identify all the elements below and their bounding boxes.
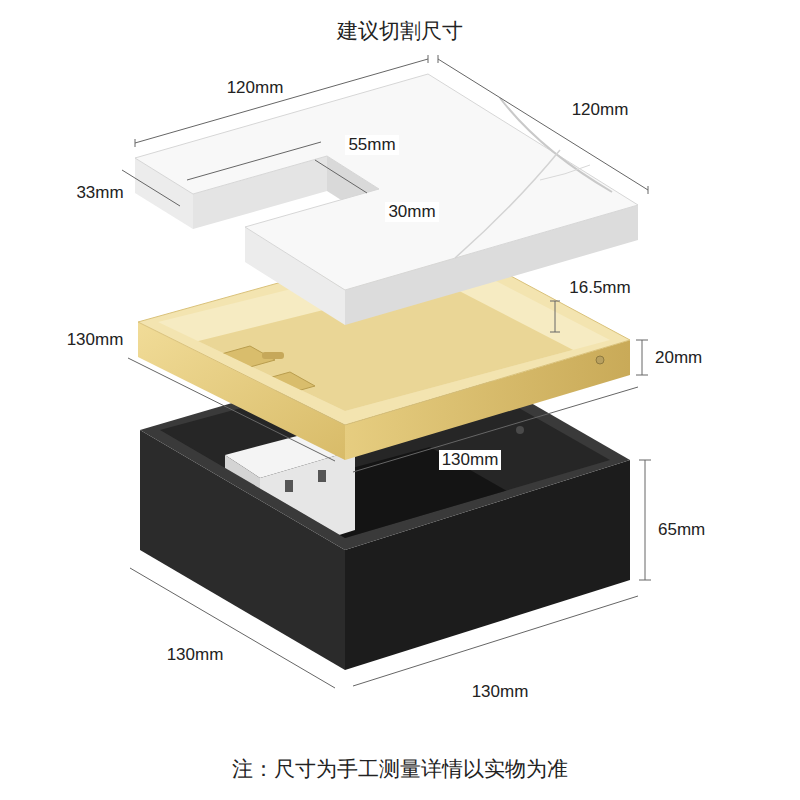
marble-slab	[135, 74, 638, 325]
dimension-label: 33mm	[73, 183, 126, 203]
dimension-label: 55mm	[345, 135, 398, 155]
dimension-label: 20mm	[652, 348, 705, 368]
dimension-label: 65mm	[655, 520, 708, 540]
note-caption: 注：尺寸为手工测量详情以实物为准	[232, 757, 568, 782]
dimension-label: 120mm	[569, 100, 632, 120]
title: 建议切割尺寸	[337, 19, 463, 44]
dimension-label: 130mm	[164, 645, 227, 665]
dimension-label: 30mm	[385, 202, 438, 222]
dimension-label: 130mm	[439, 450, 502, 470]
dimension-label: 16.5mm	[566, 278, 633, 298]
dimension-label: 120mm	[224, 78, 287, 98]
dimension-lines	[122, 55, 651, 688]
dimension-label: 130mm	[64, 330, 127, 350]
dimension-label: 130mm	[469, 682, 532, 702]
